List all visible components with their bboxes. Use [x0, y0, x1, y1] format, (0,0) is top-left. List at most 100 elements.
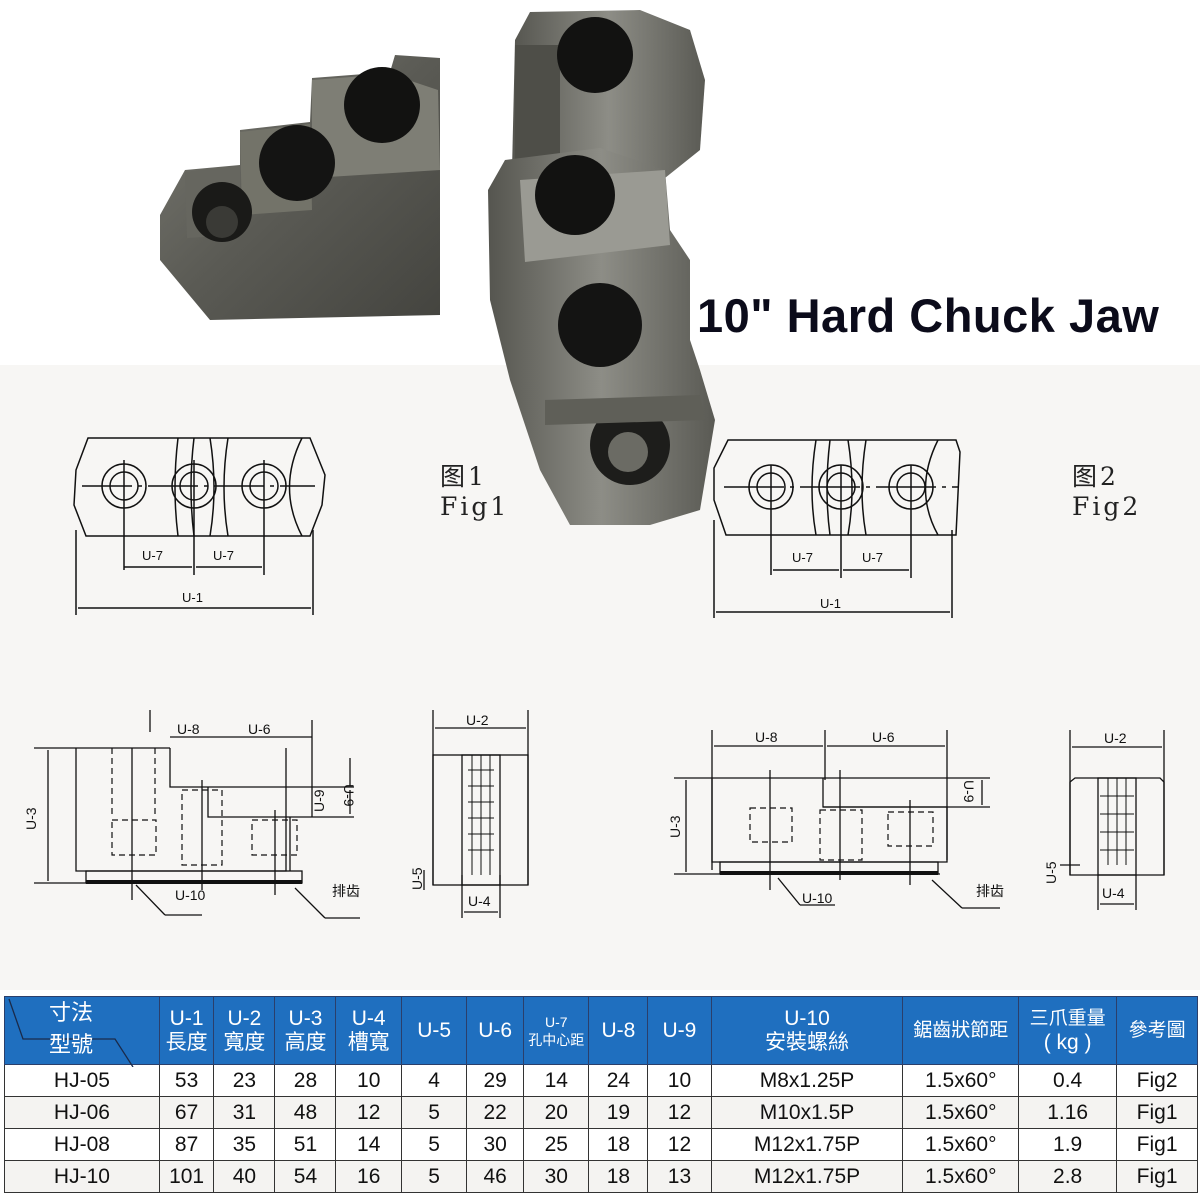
serration-label: 排齿: [332, 883, 360, 899]
header-weight: 三爪重量( kg ): [1018, 996, 1118, 1065]
dim-u5: U-5: [1043, 861, 1059, 884]
fig1-label: 图1 Fig1: [440, 462, 509, 522]
dim-u3: U-3: [23, 807, 39, 830]
cell-u2: 40: [213, 1160, 276, 1193]
cell-u10: M8x1.25P: [710, 1064, 904, 1097]
cell-u6: 46: [466, 1160, 525, 1193]
cell-fig: Fig1: [1116, 1096, 1198, 1129]
fig2-label-cn: 图2: [1072, 462, 1119, 491]
dim-u7-left: U-7: [792, 550, 813, 565]
cell-u9: 10: [647, 1064, 712, 1097]
cell-pitch: 1.5x60°: [902, 1096, 1020, 1129]
dim-u6: U-6: [872, 729, 895, 745]
cell-u3: 54: [274, 1160, 337, 1193]
cell-u9: 12: [647, 1128, 712, 1161]
header-u9: U-9: [647, 996, 712, 1065]
cell-u5: 5: [400, 1160, 468, 1193]
cell-u10: M12x1.75P: [710, 1160, 904, 1193]
cell-u6: 22: [466, 1096, 525, 1129]
dim-u7-right: U-7: [862, 550, 883, 565]
header-model-label: 型號: [49, 1032, 94, 1057]
dim-u1: U-1: [182, 590, 203, 605]
table-row: HJ-06 67 31 48 12 5 22 20 19 12 M10x1.5P…: [4, 1096, 1198, 1129]
cell-u4: 14: [335, 1128, 402, 1161]
cell-fig: Fig2: [1116, 1064, 1198, 1097]
fig1-side-view-drawing: U-8 U-6 U-3 U-9 U-9 U-10 排齿 U-2 U-4 U-5: [23, 710, 529, 919]
cell-pitch: 1.5x60°: [902, 1160, 1020, 1193]
cell-fig: Fig1: [1116, 1160, 1198, 1193]
cell-u8: 18: [588, 1128, 649, 1161]
cell-u3: 48: [274, 1096, 337, 1129]
cell-u2: 23: [213, 1064, 276, 1097]
dim-u1: U-1: [820, 596, 841, 611]
cell-u2: 35: [213, 1128, 276, 1161]
table-row: HJ-05 53 23 28 10 4 29 14 24 10 M8x1.25P…: [4, 1064, 1198, 1097]
cell-u3: 28: [274, 1064, 337, 1097]
cell-model: HJ-05: [4, 1064, 160, 1097]
cell-weight: 1.9: [1018, 1128, 1118, 1161]
cell-u3: 51: [274, 1128, 337, 1161]
cell-u5: 5: [400, 1128, 468, 1161]
serration-label: 排齿: [976, 883, 1004, 899]
header-serration-pitch: 鋸齒狀節距: [902, 996, 1020, 1065]
cell-u5: 5: [400, 1096, 468, 1129]
header-dimension-label: 寸法: [49, 1000, 94, 1025]
cell-u10: M12x1.75P: [710, 1128, 904, 1161]
table-row: HJ-08 87 35 51 14 5 30 25 18 12 M12x1.75…: [4, 1128, 1198, 1161]
cell-u10: M10x1.5P: [710, 1096, 904, 1129]
cell-u4: 16: [335, 1160, 402, 1193]
cell-u8: 18: [588, 1160, 649, 1193]
cell-u1: 87: [158, 1128, 215, 1161]
dim-u7-right: U-7: [213, 548, 234, 563]
dim-u9-upper: U-9: [341, 784, 357, 807]
fig2-label-en: Fig2: [1072, 492, 1142, 521]
cell-model: HJ-06: [4, 1096, 160, 1129]
cell-u2: 31: [213, 1096, 276, 1129]
dim-u7-left: U-7: [142, 548, 163, 563]
cell-u5: 4: [400, 1064, 468, 1097]
dim-u2: U-2: [466, 712, 489, 728]
table-row: HJ-10 101 40 54 16 5 46 30 18 13 M12x1.7…: [4, 1160, 1198, 1193]
cell-u9: 12: [647, 1096, 712, 1129]
dim-u5: U-5: [409, 867, 425, 890]
cell-u9: 13: [647, 1160, 712, 1193]
dim-u3: U-3: [667, 815, 683, 838]
dim-u9: U-9: [961, 780, 977, 803]
dim-u2: U-2: [1104, 730, 1127, 746]
cell-weight: 1.16: [1018, 1096, 1118, 1129]
dim-u9-lower: U-9: [311, 789, 327, 812]
dim-u8: U-8: [755, 729, 778, 745]
cell-model: HJ-10: [4, 1160, 160, 1193]
header-u6: U-6: [466, 996, 525, 1065]
cell-u6: 30: [466, 1128, 525, 1161]
dim-u10: U-10: [802, 890, 833, 906]
dim-u4: U-4: [468, 893, 491, 909]
cell-u4: 12: [335, 1096, 402, 1129]
dim-u10: U-10: [175, 887, 206, 903]
cell-u1: 53: [158, 1064, 215, 1097]
product-title: 10" Hard Chuck Jaw: [697, 289, 1160, 342]
cell-u8: 19: [588, 1096, 649, 1129]
cell-weight: 2.8: [1018, 1160, 1118, 1193]
cell-weight: 0.4: [1018, 1064, 1118, 1097]
cell-fig: Fig1: [1116, 1128, 1198, 1161]
cell-u4: 10: [335, 1064, 402, 1097]
cell-u8: 24: [588, 1064, 649, 1097]
header-u8: U-8: [588, 996, 649, 1065]
fig1-label-en: Fig1: [440, 492, 510, 521]
cell-u7: 20: [523, 1096, 590, 1129]
dim-u8: U-8: [177, 721, 200, 737]
fig1-top-view-drawing: U-7 U-7 U-1: [73, 437, 326, 615]
header-reference-figure: 參考圖: [1116, 996, 1198, 1065]
cell-u6: 29: [466, 1064, 525, 1097]
fig2-label: 图2 Fig2: [1072, 462, 1141, 522]
fig2-side-view-drawing: U-8 U-6 U-3 U-9 U-10 排齿 U-2 U-4 U-5: [667, 729, 1165, 910]
dim-u6: U-6: [248, 721, 271, 737]
cell-u7: 14: [523, 1064, 590, 1097]
